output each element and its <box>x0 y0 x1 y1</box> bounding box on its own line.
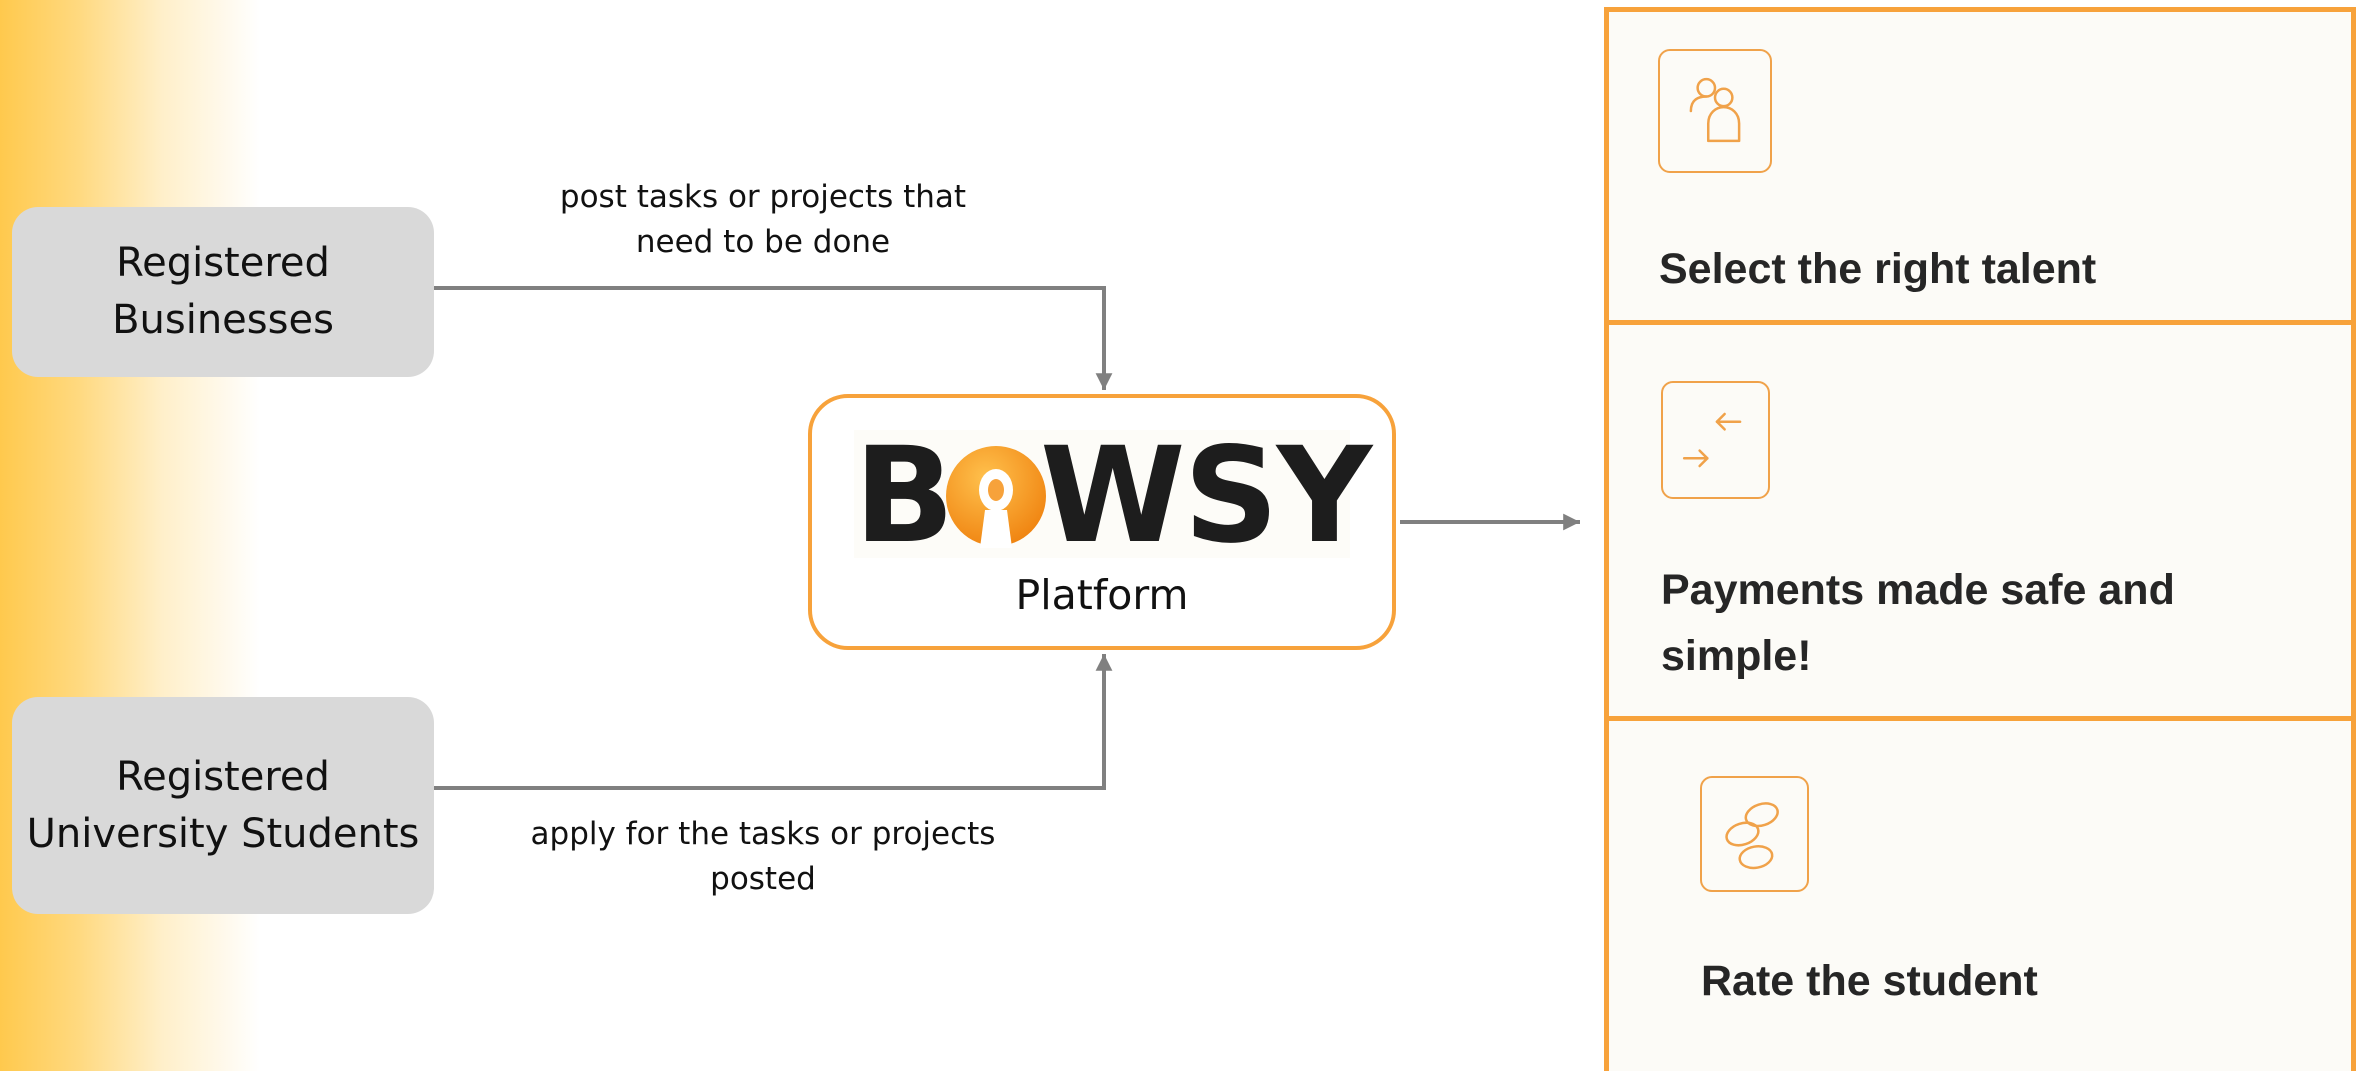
businesses-line-2: Businesses <box>112 297 334 343</box>
registered-businesses-node: Registered Businesses <box>12 207 434 377</box>
feature-title-rate: Rate the student <box>1701 948 2038 1014</box>
rate-title-line-1: Rate the student <box>1701 957 2038 1005</box>
apply-tasks-caption: apply for the tasks or projects posted <box>520 812 1006 902</box>
platform-label: Platform <box>1015 571 1189 619</box>
talent-title-line-1: Select the right talent <box>1659 245 2097 293</box>
bowsy-o-logo-icon <box>946 446 1046 548</box>
logo-letter-b: B <box>854 419 955 573</box>
post-connector <box>434 286 1113 390</box>
feature-panel <box>1604 7 2356 1071</box>
logo-letters-wsy: WSY <box>1040 419 1372 573</box>
feature-title-payments: Payments made safe and simple! <box>1661 557 2175 689</box>
coins-icon <box>1700 776 1809 892</box>
payments-title-line-2: simple! <box>1661 632 1812 680</box>
feature-divider-2 <box>1604 716 2356 721</box>
post-caption-line-2: need to be done <box>635 224 891 260</box>
people-icon <box>1658 49 1772 173</box>
exchange-arrows-icon <box>1661 381 1770 499</box>
payments-title-line-1: Payments made safe and <box>1661 566 2175 614</box>
students-line-2: University Students <box>26 810 420 857</box>
businesses-line-1: Registered <box>116 240 330 286</box>
post-tasks-caption: post tasks or projects that need to be d… <box>520 175 1006 265</box>
feature-title-talent: Select the right talent <box>1659 236 2096 302</box>
bowsy-logo: B WSY <box>854 426 1372 566</box>
feature-divider-1 <box>1604 320 2356 325</box>
students-line-1: Registered <box>116 753 330 800</box>
apply-caption-line-1: apply for the tasks or projects <box>530 816 996 852</box>
apply-caption-line-2: posted <box>710 861 816 897</box>
registered-students-node: Registered University Students <box>12 697 434 914</box>
post-caption-line-1: post tasks or projects that <box>559 179 967 215</box>
apply-connector <box>434 654 1113 790</box>
